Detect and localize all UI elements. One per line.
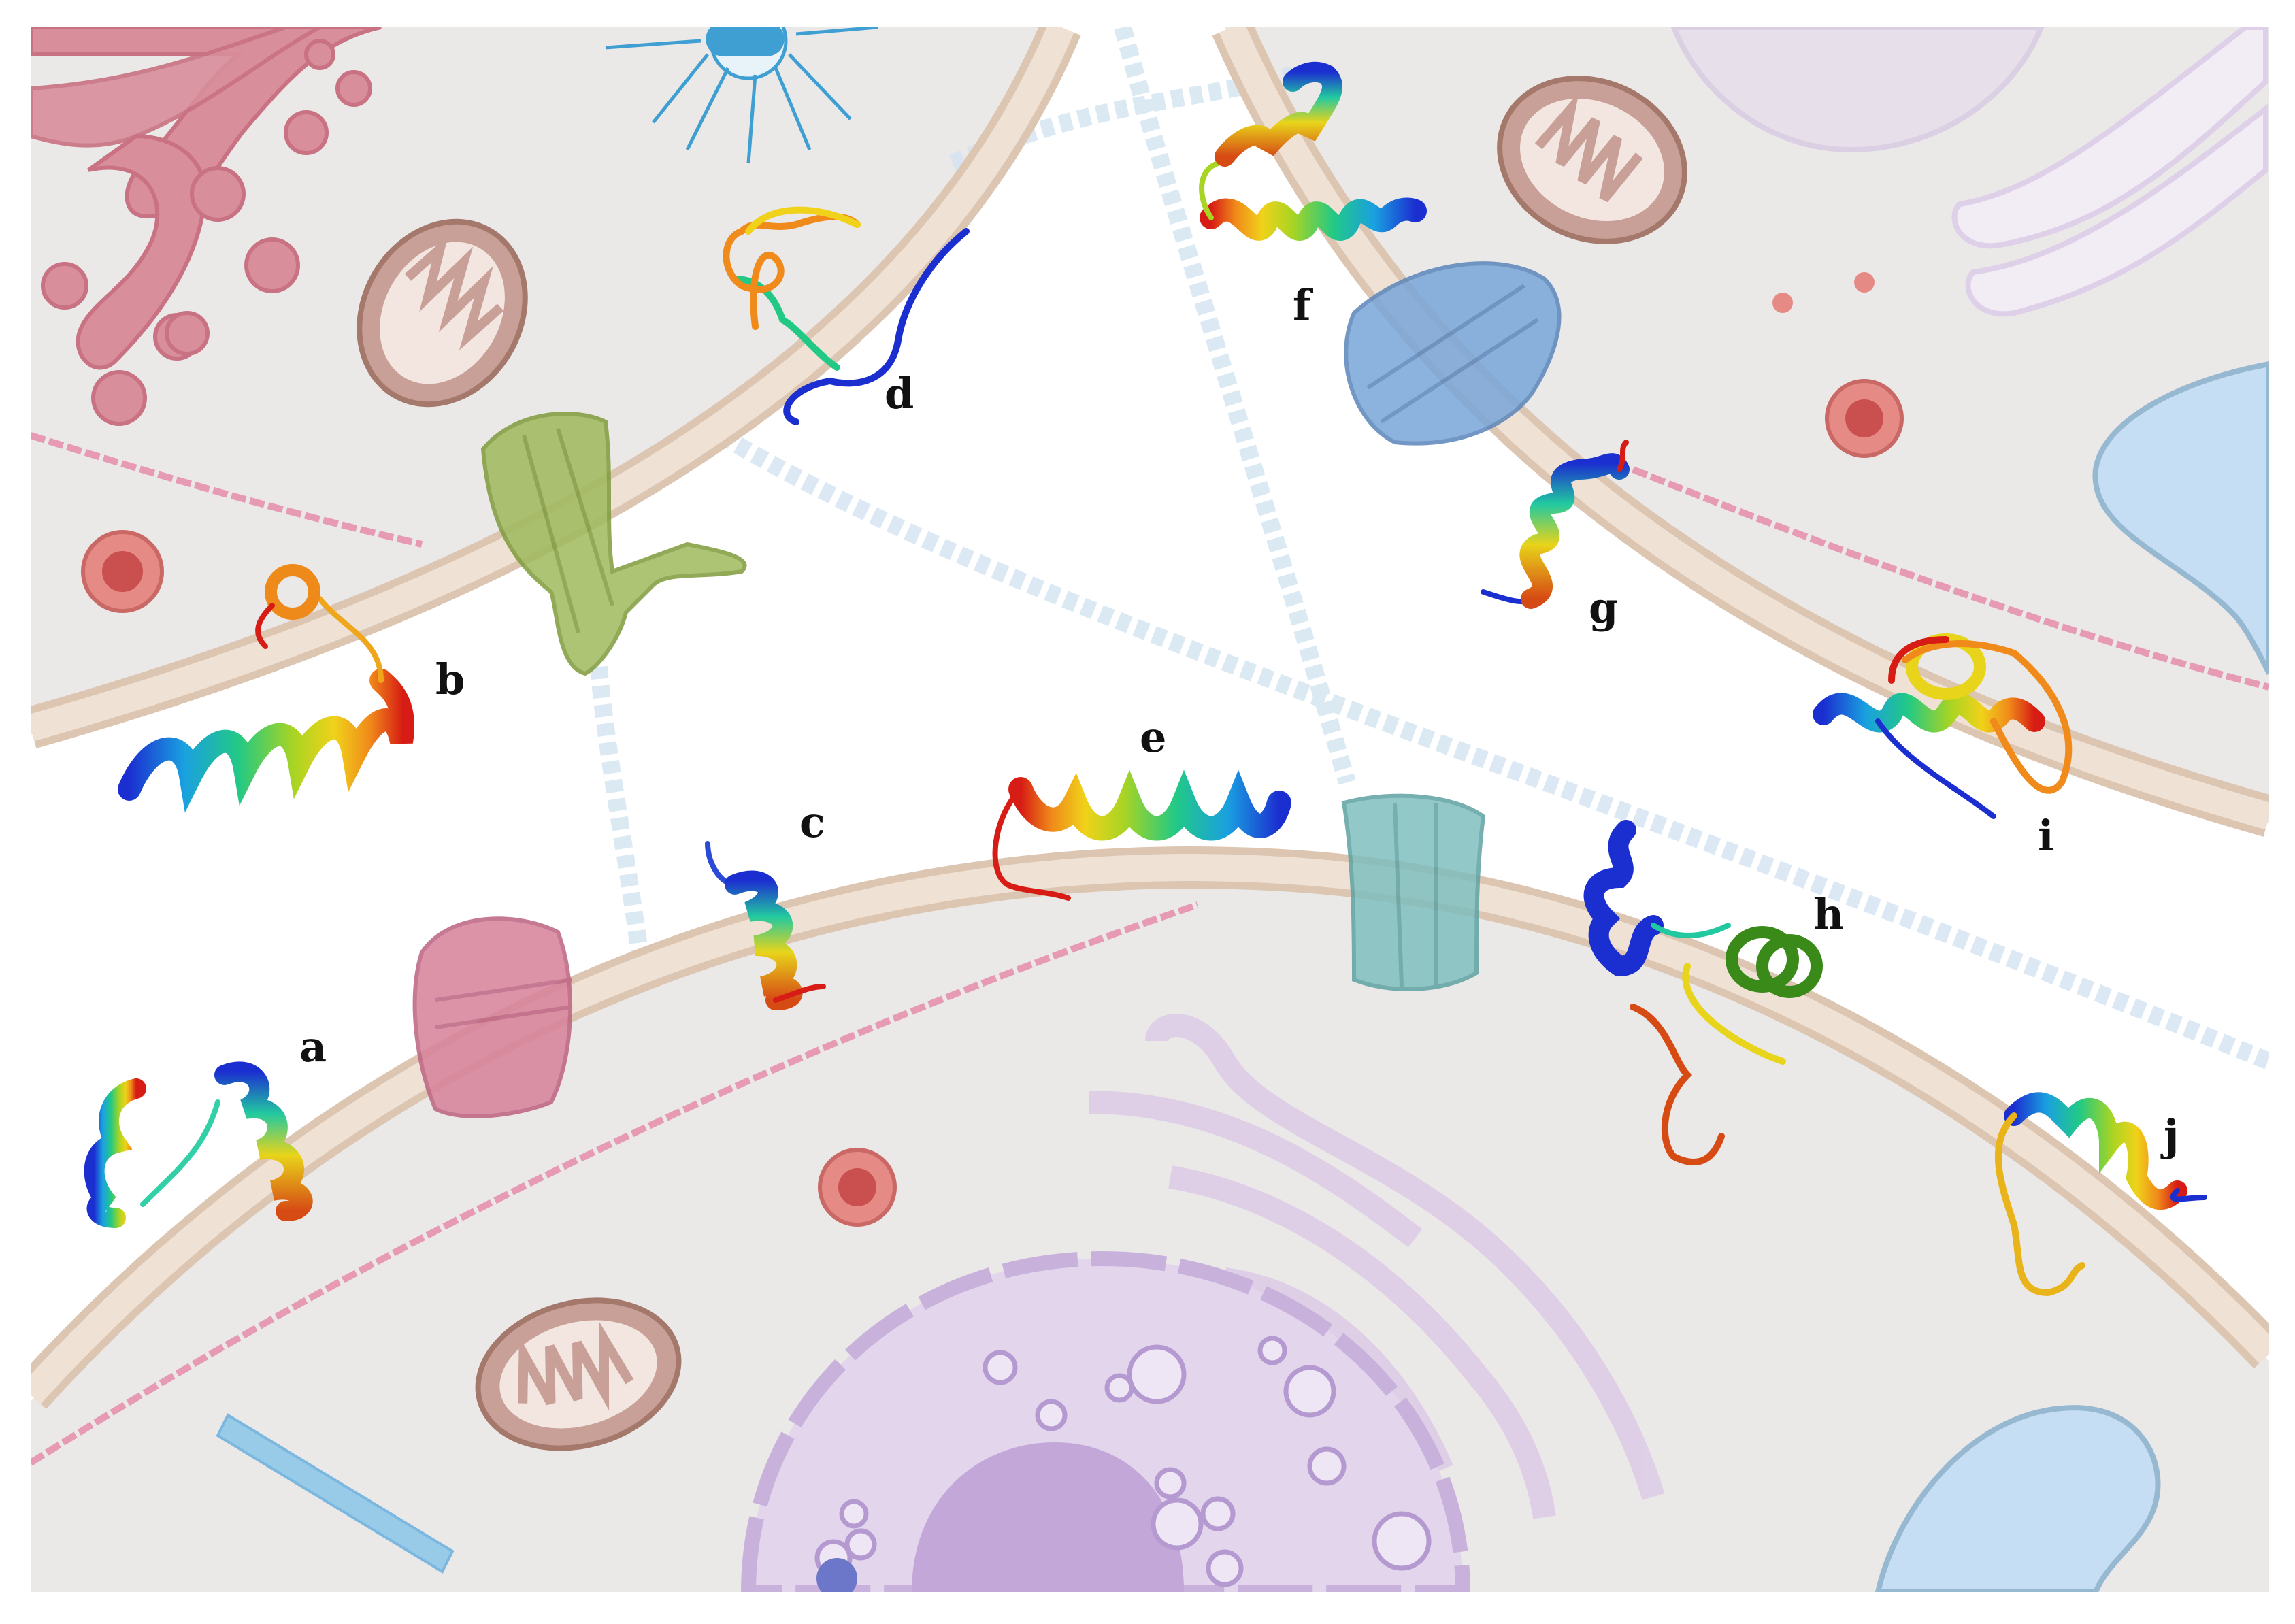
- cell-top-left: [31, 27, 1061, 735]
- label-c: c: [799, 797, 825, 847]
- golgi-icon: [31, 27, 382, 426]
- peptide-b-icon: [118, 564, 414, 813]
- microtubule-icon: [216, 1413, 455, 1574]
- ion-channel-icon: [1344, 261, 1562, 446]
- ion-channel-icon: [480, 412, 747, 676]
- peptide-e-icon: [992, 769, 1291, 901]
- peptide-d-icon: [723, 206, 970, 425]
- mitochondrion-icon: [475, 1297, 682, 1451]
- vesicle-icon: [1854, 272, 1875, 293]
- peptide-f-icon: [1199, 61, 1427, 241]
- lysosome-icon: [81, 530, 164, 613]
- label-i: i: [2038, 811, 2054, 861]
- nucleus-icon: [740, 1250, 1471, 1592]
- vacuole-icon: [1875, 1405, 2161, 1592]
- cytoskeleton-filaments: [31, 432, 2269, 1466]
- mitochondrion-icon: [357, 218, 528, 408]
- label-f: f: [1293, 280, 1313, 330]
- vacuole-icon: [2092, 361, 2269, 675]
- peptide-a-icon: [84, 1061, 313, 1228]
- lysosome-icon: [1825, 379, 1904, 458]
- label-e: e: [1140, 712, 1166, 762]
- peptide-j-icon: [1994, 1092, 2207, 1297]
- peptide-c-icon: [705, 841, 826, 1010]
- peptide-i-icon: [1813, 633, 2073, 819]
- ion-channel-icon: [1341, 793, 1486, 991]
- mitochondrion-icon: [1497, 76, 1687, 244]
- lysosome-icon: [818, 1148, 897, 1227]
- vesicle-icon: [1772, 293, 1793, 313]
- label-a: a: [299, 1022, 327, 1072]
- centrosome-icon: [605, 27, 878, 164]
- label-j: j: [2160, 1110, 2179, 1160]
- peptide-h-icon: [1583, 820, 1823, 1166]
- label-d: d: [885, 369, 914, 418]
- endoplasmic-reticulum-icon: [1951, 27, 2268, 317]
- label-b: b: [435, 654, 465, 704]
- label-g: g: [1589, 583, 1618, 633]
- peptide-g-icon: [1481, 440, 1630, 609]
- nucleus-icon: [1670, 27, 2045, 153]
- label-h: h: [1813, 889, 1844, 939]
- ion-channel-icon: [412, 916, 573, 1118]
